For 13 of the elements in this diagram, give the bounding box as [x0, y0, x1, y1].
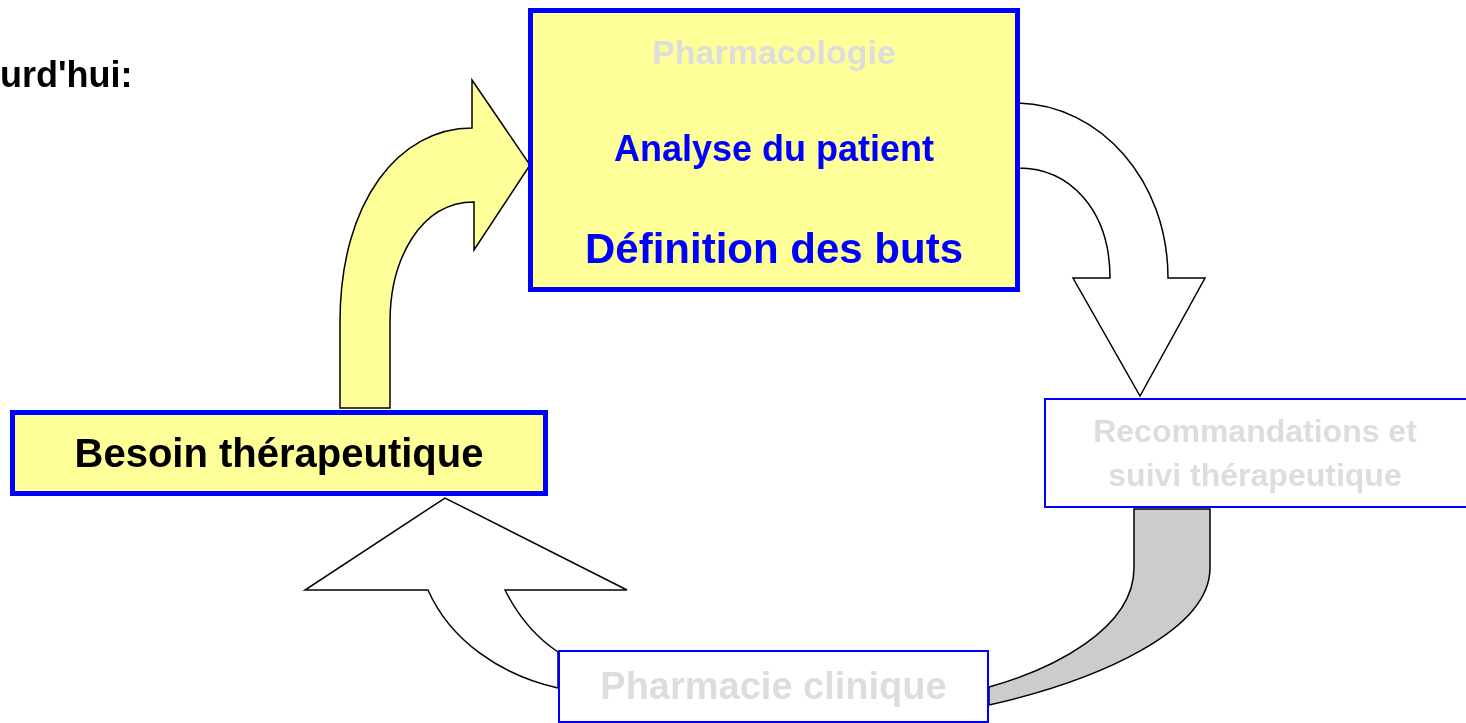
box-label: Définition des buts	[585, 223, 963, 274]
process-box	[558, 650, 989, 723]
process-box	[1044, 398, 1466, 508]
box-label: Besoin thérapeutique	[74, 430, 484, 477]
box-heading: Pharmacologie	[652, 32, 896, 73]
box-label: Analyse du patient	[613, 126, 935, 171]
curved-block-arrow	[339, 79, 531, 409]
process-box	[528, 8, 1020, 292]
curved-block-arrow	[304, 497, 628, 689]
process-box	[10, 410, 548, 496]
curved-band-arrow	[988, 508, 1211, 706]
curved-block-arrow	[1017, 102, 1206, 397]
heading-text: urd'hui:	[0, 53, 133, 97]
